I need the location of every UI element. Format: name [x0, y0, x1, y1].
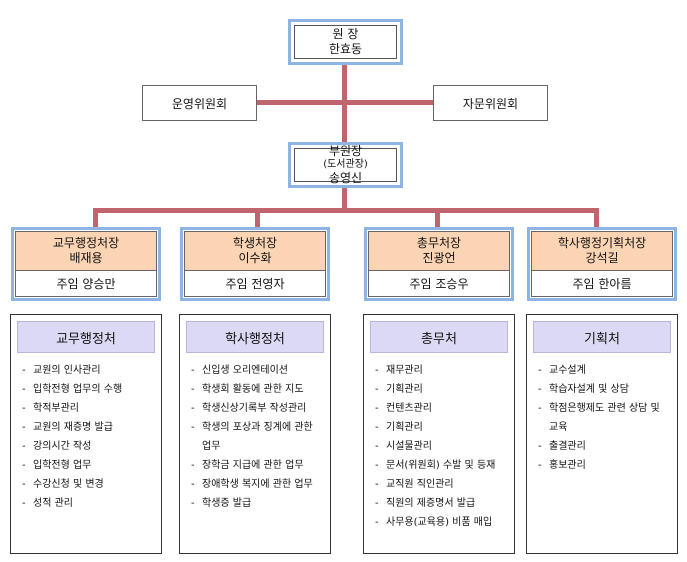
duty-list: 교원의 인사관리입학전형 업무의 수행학적부관리교원의 재증명 발급강의시간 작…	[21, 361, 155, 513]
dept-head-name: 배재용	[69, 251, 103, 265]
office-title: 총무처	[370, 321, 508, 353]
duty-item: 학점은행제도 관련 상담 및 교육	[537, 399, 671, 437]
connector-committees	[255, 100, 435, 105]
duty-item: 입학전형 업무의 수행	[21, 380, 155, 399]
dept-head-name: 강석길	[585, 251, 619, 265]
vice-director-title: 부원장	[328, 144, 363, 158]
duty-item: 교수설계	[537, 361, 671, 380]
committee-right-box: 자문위원회	[433, 85, 548, 121]
duty-item: 장학금 지급에 관한 업무	[190, 456, 324, 475]
director-title: 원 장	[332, 27, 359, 41]
duty-item: 교원의 재증명 발급	[21, 418, 155, 437]
dept-head: 학생처장 이수화	[184, 231, 326, 271]
duty-item: 컨텐츠관리	[374, 399, 508, 418]
dept-head-name: 진광언	[422, 251, 456, 265]
committee-left-box: 운영위원회	[142, 85, 257, 121]
duty-item: 직원의 제증명서 발급	[374, 494, 508, 513]
duty-item: 학생의 포상과 징계에 관한 업무	[190, 418, 324, 456]
connector-drop-4	[594, 208, 599, 230]
dept-head: 학사행정기획처장 강석길	[531, 231, 673, 271]
dept-head-title: 학사행정기획처장	[557, 236, 647, 250]
vice-director-subtitle: (도서관장)	[323, 159, 368, 170]
dept-head-title: 총무처장	[416, 236, 462, 250]
duty-item: 신입생 오리엔테이션	[190, 361, 324, 380]
dept-staff: 주임 한아름	[531, 271, 673, 297]
duty-item: 수강신청 및 변경	[21, 475, 155, 494]
duty-item: 기획관리	[374, 418, 508, 437]
dept-head-title: 교무행정처장	[52, 236, 120, 250]
connector-vice-to-bus	[342, 185, 347, 211]
duty-item: 학생증 발급	[190, 494, 324, 513]
duty-item: 출결관리	[537, 437, 671, 456]
office-title: 기획처	[533, 321, 671, 353]
duty-item: 장애학생 복지에 관한 업무	[190, 475, 324, 494]
duty-item: 성적 관리	[21, 494, 155, 513]
office-title: 학사행정처	[186, 321, 324, 353]
dept-staff: 주임 양승만	[15, 271, 157, 297]
dept-staff: 주임 전영자	[184, 271, 326, 297]
duty-list: 재무관리기획관리컨텐츠관리기획관리시설물관리문서(위원회) 수발 및 등재교직원…	[374, 361, 508, 532]
duty-item: 기획관리	[374, 380, 508, 399]
duty-item: 시설물관리	[374, 437, 508, 456]
duty-item: 강의시간 작성	[21, 437, 155, 456]
director-name: 한효동	[328, 42, 363, 56]
dept-head: 교무행정처장 배재용	[15, 231, 157, 271]
committee-left-label: 운영위원회	[171, 96, 228, 111]
duty-item: 학습자설계 및 상담	[537, 380, 671, 399]
duty-item: 학적부관리	[21, 399, 155, 418]
connector-bus	[93, 208, 599, 213]
dept-staff-label: 주임 한아름	[572, 277, 632, 291]
dept-staff-label: 주임 전영자	[225, 277, 285, 291]
office-card: 교무행정처 교원의 인사관리입학전형 업무의 수행학적부관리교원의 재증명 발급…	[10, 314, 162, 554]
vice-director-name: 송영신	[328, 171, 363, 185]
duty-item: 재무관리	[374, 361, 508, 380]
vice-director-box: 부원장 (도서관장) 송영신	[288, 142, 403, 188]
duty-item: 홍보관리	[537, 456, 671, 475]
office-card: 총무처 재무관리기획관리컨텐츠관리기획관리시설물관리문서(위원회) 수발 및 등…	[363, 314, 515, 554]
connector-drop-1	[93, 208, 98, 230]
duty-item: 학생회 활동에 관한 지도	[190, 380, 324, 399]
director-box: 원 장 한효동	[288, 19, 403, 65]
duty-item: 사무용(교육용) 비품 매입	[374, 513, 508, 532]
dept-head-frame	[364, 227, 514, 301]
office-card: 기획처 교수설계학습자설계 및 상담학점은행제도 관련 상담 및 교육출결관리홍…	[526, 314, 678, 554]
committee-right-label: 자문위원회	[462, 96, 519, 111]
duty-item: 문서(위원회) 수발 및 등재	[374, 456, 508, 475]
connector-drop-3	[435, 208, 440, 230]
office-title: 교무행정처	[17, 321, 155, 353]
dept-head-title: 학생처장	[232, 236, 278, 250]
dept-head: 총무처장 진광언	[368, 231, 510, 271]
dept-staff-label: 주임 조승우	[409, 277, 469, 291]
dept-staff: 주임 조승우	[368, 271, 510, 297]
duty-item: 교원의 인사관리	[21, 361, 155, 380]
dept-head-frame	[11, 227, 161, 301]
duty-item: 교직원 직인관리	[374, 475, 508, 494]
duty-list: 신입생 오리엔테이션학생회 활동에 관한 지도학생신상기록부 작성관리학생의 포…	[190, 361, 324, 513]
duty-list: 교수설계학습자설계 및 상담학점은행제도 관련 상담 및 교육출결관리홍보관리	[537, 361, 671, 475]
dept-staff-label: 주임 양승만	[56, 277, 116, 291]
duty-item: 학생신상기록부 작성관리	[190, 399, 324, 418]
dept-head-name: 이수화	[238, 251, 272, 265]
duty-item: 입학전형 업무	[21, 456, 155, 475]
dept-head-frame	[527, 227, 677, 301]
connector-drop-2	[255, 208, 260, 230]
dept-head-frame	[180, 227, 330, 301]
office-card: 학사행정처 신입생 오리엔테이션학생회 활동에 관한 지도학생신상기록부 작성관…	[179, 314, 331, 554]
